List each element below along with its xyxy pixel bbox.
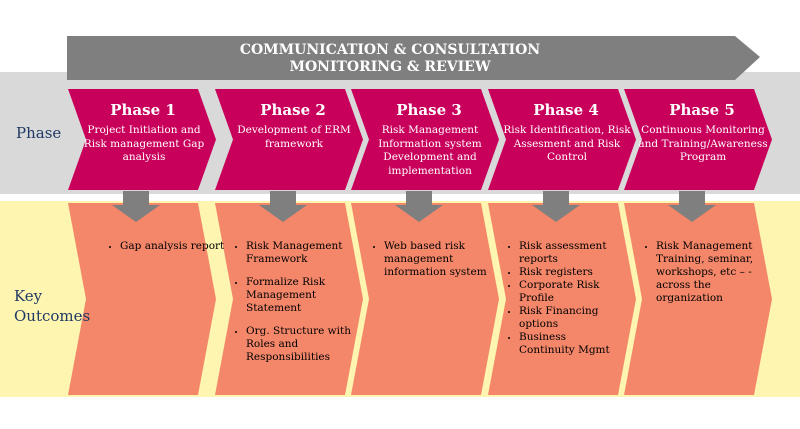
phase-5-outcome-chevron bbox=[624, 203, 772, 395]
phase-5-description: Continuous Monitoring and Training/Aware… bbox=[638, 124, 768, 163]
outcome-item: Risk Financing options bbox=[519, 305, 625, 331]
phase-3-description: Risk Management Information system Devel… bbox=[378, 124, 482, 177]
phase-4-outcome-chevron bbox=[488, 203, 636, 395]
phase-2-down-arrow bbox=[259, 191, 307, 222]
phase-5-title: Phase 5 bbox=[669, 101, 735, 119]
banner-title-line2: MONITORING & REVIEW bbox=[289, 59, 491, 75]
phase-3-outcome-chevron bbox=[351, 203, 499, 395]
phase-3-title: Phase 3 bbox=[396, 101, 462, 119]
banner-arrow bbox=[67, 36, 760, 80]
phase-5-down-arrow bbox=[668, 191, 716, 222]
phase-4-outcomes: Risk assessment reports Risk registers C… bbox=[507, 240, 625, 357]
phase-4-description: Risk Identification, Risk Assesment and … bbox=[503, 124, 631, 163]
phase-1-down-arrow bbox=[112, 191, 160, 222]
phase-4-down-arrow bbox=[532, 191, 580, 222]
outcome-item: Risk Management Training, seminar, works… bbox=[656, 240, 762, 305]
phase-3-down-arrow bbox=[395, 191, 443, 222]
phase-2-chevron bbox=[215, 89, 363, 190]
outcome-item: Risk assessment reports bbox=[519, 240, 625, 266]
outcome-item: Business Continuity Mgmt bbox=[519, 331, 625, 357]
outcome-item: Org. Structure with Roles and Responsibi… bbox=[246, 325, 352, 364]
outcome-item: Risk Management Framework bbox=[246, 240, 352, 266]
outcome-item: Risk registers bbox=[519, 266, 625, 279]
phase-2-title: Phase 2 bbox=[260, 101, 326, 119]
phase-3-outcomes: Web based risk management information sy… bbox=[372, 240, 490, 283]
phase-1-outcome-chevron bbox=[68, 203, 216, 395]
phase-row-label: Phase bbox=[16, 124, 62, 142]
phase-1-chevron bbox=[68, 89, 216, 190]
phase-2-description: Development of ERM framework bbox=[237, 124, 351, 150]
phase-4-chevron bbox=[488, 89, 636, 190]
outcome-item: Gap analysis report bbox=[120, 240, 226, 253]
phase-5-outcomes: Risk Management Training, seminar, works… bbox=[644, 240, 762, 309]
outcome-item: Corporate Risk Profile bbox=[519, 279, 625, 305]
banner-title-line1: COMMUNICATION & CONSULTATION bbox=[239, 42, 541, 58]
phase-1-title: Phase 1 bbox=[110, 101, 176, 119]
phase-2-outcome-chevron bbox=[215, 203, 363, 395]
outcomes-label-line2: Outcomes bbox=[14, 307, 91, 325]
outcome-item: Web based risk management information sy… bbox=[384, 240, 490, 279]
phase-1-outcomes: Gap analysis report bbox=[108, 240, 226, 257]
phase-4-title: Phase 4 bbox=[533, 101, 599, 119]
phase-3-chevron bbox=[351, 89, 499, 190]
phase-2-outcomes: Risk Management Framework Formalize Risk… bbox=[234, 240, 352, 374]
phase-5-chevron bbox=[624, 89, 772, 190]
outcome-item: Formalize Risk Management Statement bbox=[246, 276, 352, 315]
phase-1-description: Project Initiation and Risk management G… bbox=[83, 124, 205, 163]
outcomes-row-label: Key Outcomes bbox=[14, 286, 90, 326]
outcomes-label-line1: Key bbox=[14, 287, 43, 305]
